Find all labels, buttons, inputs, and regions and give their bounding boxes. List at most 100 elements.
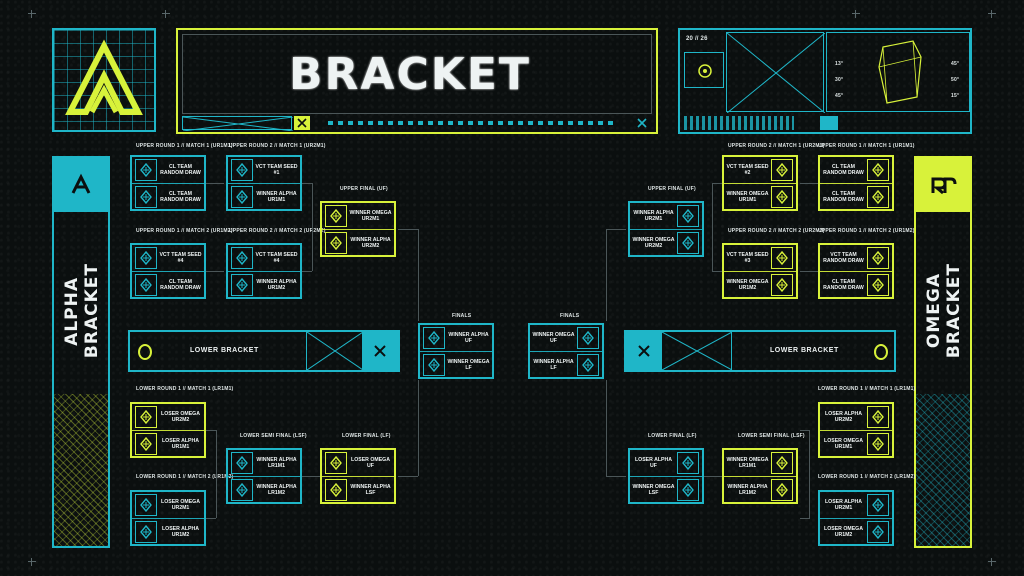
team-name: LOSER ALPHA UR1M2 bbox=[162, 526, 199, 538]
team-slot[interactable]: VCT TEAM SEED #4 bbox=[132, 245, 204, 271]
team-slot[interactable]: WINNER OMEGA UF bbox=[530, 325, 602, 351]
team-emblem bbox=[325, 452, 347, 474]
team-name: LOSER ALPHA UR1M1 bbox=[162, 438, 199, 450]
team-slot[interactable]: CL TEAM RANDOM DRAW bbox=[132, 184, 204, 210]
team-emblem bbox=[867, 494, 889, 516]
team-name: WINNER ALPHA LSF bbox=[350, 484, 391, 496]
team-slot[interactable]: CL TEAM RANDOM DRAW bbox=[132, 157, 204, 183]
match-box-o-ur2m1[interactable]: VCT TEAM SEED #2 WINNER OMEGA UR1M1 bbox=[722, 155, 798, 211]
team-emblem-icon bbox=[776, 163, 788, 177]
team-slot[interactable]: CL TEAM RANDOM DRAW bbox=[820, 184, 892, 210]
match-box-o-lr1m1[interactable]: LOSER ALPHA UR2M2 LOSER OMEGA UR1M1 bbox=[818, 402, 894, 458]
alpha-bracket-label-line2: BRACKET bbox=[82, 263, 102, 359]
connector-line bbox=[712, 271, 722, 272]
team-emblem-icon bbox=[236, 190, 248, 204]
match-box-a-ur1m1[interactable]: CL TEAM RANDOM DRAW CL TEAM RANDOM DRAW bbox=[130, 155, 206, 211]
team-slot[interactable]: VCT TEAM SEED #1 bbox=[228, 157, 300, 183]
connector-line bbox=[800, 271, 818, 272]
match-box-finals-r[interactable]: WINNER OMEGA UF WINNER ALPHA LF bbox=[528, 323, 604, 379]
match-box-a-uf[interactable]: WINNER OMEGA UR2M1 WINNER ALPHA UR2M2 bbox=[320, 201, 396, 257]
team-slot[interactable]: WINNER OMEGA UR2M1 bbox=[322, 203, 394, 229]
team-slot[interactable]: WINNER ALPHA LR1M2 bbox=[228, 477, 300, 503]
team-slot[interactable]: WINNER OMEGA UR2M2 bbox=[630, 230, 702, 256]
team-emblem-icon bbox=[330, 236, 342, 250]
match-box-o-uf[interactable]: WINNER ALPHA UR2M1 WINNER OMEGA UR2M2 bbox=[628, 201, 704, 257]
match-box-o-lr1m2[interactable]: LOSER ALPHA UR2M1 LOSER OMEGA UR1M2 bbox=[818, 490, 894, 546]
team-emblem-icon bbox=[776, 483, 788, 497]
connector-line bbox=[216, 430, 217, 518]
match-box-o-lsf[interactable]: WINNER OMEGA LR1M1 WINNER ALPHA LR1M2 bbox=[722, 448, 798, 504]
team-slot[interactable]: CL TEAM RANDOM DRAW bbox=[820, 272, 892, 298]
team-slot[interactable]: LOSER OMEGA UR2M1 bbox=[132, 492, 204, 518]
round-label: LOWER SEMI FINAL (LSF) bbox=[240, 433, 307, 439]
team-name: LOSER OMEGA UR1M1 bbox=[824, 438, 863, 450]
team-emblem-icon bbox=[872, 163, 884, 177]
match-box-o-lf[interactable]: LOSER ALPHA UF WINNER OMEGA LSF bbox=[628, 448, 704, 504]
team-slot[interactable]: LOSER OMEGA UR2M2 bbox=[132, 404, 204, 430]
team-slot[interactable]: CL TEAM RANDOM DRAW bbox=[132, 272, 204, 298]
match-box-o-ur2m2[interactable]: VCT TEAM SEED #3 WINNER OMEGA UR1M2 bbox=[722, 243, 798, 299]
team-slot[interactable]: LOSER ALPHA UR1M2 bbox=[132, 519, 204, 545]
match-box-a-ur1m2[interactable]: VCT TEAM SEED #4 CL TEAM RANDOM DRAW bbox=[130, 243, 206, 299]
team-slot[interactable]: VCT TEAM RANDOM DRAW bbox=[820, 245, 892, 271]
team-emblem-icon bbox=[872, 190, 884, 204]
team-slot[interactable]: WINNER OMEGA LR1M1 bbox=[724, 450, 796, 476]
team-slot[interactable]: LOSER OMEGA UF bbox=[322, 450, 394, 476]
round-label: UPPER ROUND 2 // MATCH 1 (UR2M1) bbox=[229, 143, 326, 149]
team-slot[interactable]: WINNER ALPHA LSF bbox=[322, 477, 394, 503]
team-emblem-icon bbox=[140, 190, 152, 204]
team-emblem-icon bbox=[872, 410, 884, 424]
team-name: WINNER OMEGA UR1M2 bbox=[726, 279, 769, 291]
team-name: VCT TEAM SEED #4 bbox=[255, 252, 298, 264]
team-emblem-icon bbox=[330, 456, 342, 470]
team-slot[interactable]: WINNER OMEGA LF bbox=[420, 352, 492, 378]
team-slot[interactable]: LOSER ALPHA UR2M2 bbox=[820, 404, 892, 430]
team-slot[interactable]: WINNER ALPHA UR1M2 bbox=[228, 272, 300, 298]
team-slot[interactable]: WINNER OMEGA LSF bbox=[630, 477, 702, 503]
team-slot[interactable]: LOSER ALPHA UF bbox=[630, 450, 702, 476]
x-icon bbox=[626, 332, 662, 370]
team-slot[interactable]: WINNER ALPHA LR1M1 bbox=[228, 450, 300, 476]
team-slot[interactable]: VCT TEAM SEED #2 bbox=[724, 157, 796, 183]
team-slot[interactable]: WINNER OMEGA UR1M2 bbox=[724, 272, 796, 298]
team-slot[interactable]: CL TEAM RANDOM DRAW bbox=[820, 157, 892, 183]
match-box-a-ur2m1[interactable]: VCT TEAM SEED #1 WINNER ALPHA UR1M1 bbox=[226, 155, 302, 211]
connector-line bbox=[302, 183, 312, 184]
team-slot[interactable]: LOSER OMEGA UR1M2 bbox=[820, 519, 892, 545]
team-slot[interactable]: WINNER ALPHA UR1M1 bbox=[228, 184, 300, 210]
team-slot[interactable]: WINNER ALPHA UF bbox=[420, 325, 492, 351]
team-slot[interactable]: VCT TEAM SEED #3 bbox=[724, 245, 796, 271]
match-box-finals-l[interactable]: WINNER ALPHA UF WINNER OMEGA LF bbox=[418, 323, 494, 379]
team-slot[interactable]: LOSER ALPHA UR2M1 bbox=[820, 492, 892, 518]
match-box-a-ur2m2[interactable]: VCT TEAM SEED #4 WINNER ALPHA UR1M2 bbox=[226, 243, 302, 299]
page-title: BRACKET bbox=[289, 48, 531, 100]
omega-bracket-label-line2: BRACKET bbox=[944, 263, 964, 359]
match-box-a-lsf[interactable]: WINNER ALPHA LR1M1 WINNER ALPHA LR1M2 bbox=[226, 448, 302, 504]
team-slot[interactable]: LOSER OMEGA UR1M1 bbox=[820, 431, 892, 457]
connector-line bbox=[312, 183, 313, 271]
match-box-a-lf[interactable]: LOSER OMEGA UF WINNER ALPHA LSF bbox=[320, 448, 396, 504]
team-slot[interactable]: VCT TEAM SEED #4 bbox=[228, 245, 300, 271]
match-box-a-lr1m1[interactable]: LOSER OMEGA UR2M2 LOSER ALPHA UR1M1 bbox=[130, 402, 206, 458]
team-emblem-icon bbox=[682, 456, 694, 470]
team-emblem bbox=[135, 433, 157, 455]
team-name: LOSER OMEGA UR1M2 bbox=[824, 526, 863, 538]
team-slot[interactable]: WINNER ALPHA LR1M2 bbox=[724, 477, 796, 503]
team-name: CL TEAM RANDOM DRAW bbox=[823, 164, 864, 176]
connector-line bbox=[800, 430, 810, 431]
team-slot[interactable]: WINNER ALPHA UR2M1 bbox=[630, 203, 702, 229]
match-divider bbox=[820, 271, 892, 272]
team-slot[interactable]: WINNER OMEGA UR1M1 bbox=[724, 184, 796, 210]
match-box-o-ur1m1[interactable]: CL TEAM RANDOM DRAW CL TEAM RANDOM DRAW bbox=[818, 155, 894, 211]
team-emblem-icon bbox=[236, 163, 248, 177]
match-box-o-ur1m2[interactable]: VCT TEAM RANDOM DRAW CL TEAM RANDOM DRAW bbox=[818, 243, 894, 299]
crosshair-mark bbox=[28, 558, 36, 566]
progress-ticks bbox=[328, 121, 618, 125]
team-slot[interactable]: LOSER ALPHA UR1M1 bbox=[132, 431, 204, 457]
team-emblem bbox=[867, 247, 889, 269]
round-label: LOWER ROUND 1 // MATCH 1 (LR1M1) bbox=[136, 386, 234, 392]
match-box-a-lr1m2[interactable]: LOSER OMEGA UR2M1 LOSER ALPHA UR1M2 bbox=[130, 490, 206, 546]
team-slot[interactable]: WINNER ALPHA LF bbox=[530, 352, 602, 378]
team-name: LOSER OMEGA UF bbox=[351, 457, 390, 469]
team-slot[interactable]: WINNER ALPHA UR2M2 bbox=[322, 230, 394, 256]
